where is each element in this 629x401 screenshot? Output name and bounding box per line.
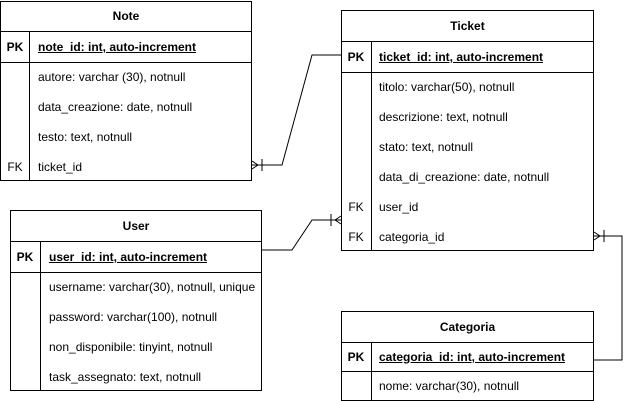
pk-label: PK: [16, 250, 34, 264]
key-column-divider: [371, 343, 372, 401]
field-task-assegnato: task_assegnato: text, notnull: [49, 370, 202, 384]
relationship-categoria-ticket: [593, 230, 623, 361]
fk-label: FK: [348, 200, 364, 214]
field-testo: testo: text, notnull: [38, 130, 133, 144]
entity-title: Categoria: [342, 312, 593, 343]
field-data-di-creazione: data_di_creazione: date, notnull: [379, 170, 550, 184]
pk-label: PK: [347, 50, 365, 64]
entity-title: Note: [1, 2, 251, 32]
field-categoria-id: categoria_id: [379, 230, 445, 244]
relationship-user-ticket: [262, 214, 342, 251]
key-column-divider: [371, 42, 372, 251]
relationship-note-ticket: [251, 54, 341, 171]
pk-label: PK: [347, 350, 365, 364]
field-ticket-id: ticket_id: [38, 160, 83, 174]
pk-field: user_id: int, auto-increment: [49, 250, 208, 264]
entity-user[interactable]: User PK user_id: int, auto-increment use…: [10, 210, 262, 391]
key-column-divider: [29, 32, 30, 181]
entity-note[interactable]: Note PK note_id: int, auto-increment aut…: [0, 1, 252, 181]
pk-field: categoria_id: int, auto-increment: [379, 350, 566, 364]
entity-title: User: [11, 211, 261, 242]
field-non-disponibile: non_disponibile: tinyint, notnull: [49, 340, 213, 354]
divider: [342, 72, 593, 73]
field-nome: nome: varchar(30), notnull: [379, 379, 520, 393]
field-password: password: varchar(100), notnull: [49, 310, 218, 324]
entity-ticket[interactable]: Ticket PK ticket_id: int, auto-increment…: [341, 10, 594, 251]
entity-categoria[interactable]: Categoria PK categoria_id: int, auto-inc…: [341, 311, 594, 401]
field-data-creazione: data_creazione: date, notnull: [38, 100, 193, 114]
divider: [1, 62, 251, 63]
divider: [342, 371, 593, 372]
field-user-id: user_id: [379, 200, 419, 214]
field-titolo: titolo: varchar(50), notnull: [379, 80, 515, 94]
divider: [11, 272, 261, 273]
field-username: username: varchar(30), notnull, unique: [49, 280, 256, 294]
fk-label: FK: [348, 230, 364, 244]
pk-field: ticket_id: int, auto-increment: [379, 50, 544, 64]
fk-label: FK: [7, 160, 23, 174]
pk-label: PK: [6, 40, 24, 54]
entity-title: Ticket: [342, 11, 593, 42]
field-stato: stato: text, notnull: [379, 140, 474, 154]
field-autore: autore: varchar (30), notnull: [38, 70, 186, 84]
field-descrizione: descrizione: text, notnull: [379, 110, 508, 124]
pk-field: note_id: int, auto-increment: [38, 40, 197, 54]
key-column-divider: [40, 242, 41, 391]
